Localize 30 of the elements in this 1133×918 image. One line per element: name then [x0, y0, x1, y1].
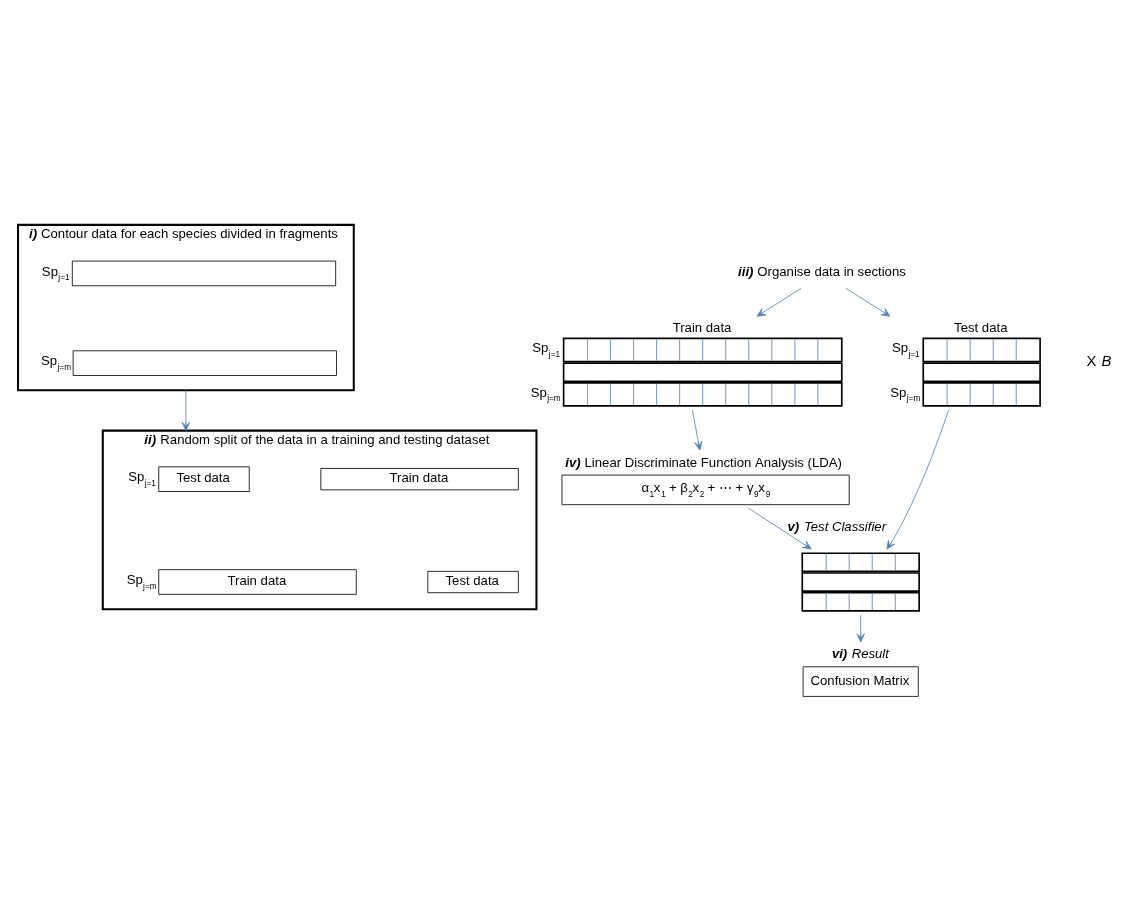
node-label: Sp$_{j=1}$: [891, 340, 920, 359]
edge-label: v) Test Classifier: [787, 518, 887, 534]
node-box: Confusion Matrix: [802, 666, 919, 697]
node-label: vi) Result: [831, 646, 889, 662]
label: X B: [1086, 352, 1112, 369]
arrow: [886, 409, 949, 550]
node-label: Sp$_{j=1}$: [532, 340, 561, 359]
node-label: Sp$_{j=m}$: [126, 572, 157, 591]
node-label: Sp$_{j=1}$: [128, 469, 156, 488]
node-label: Train data: [672, 319, 732, 335]
node-box: Train data: [158, 569, 357, 595]
arrow: [181, 389, 190, 432]
node-box: Train data: [320, 468, 519, 491]
node-label: Sp$_{j=m}$: [890, 384, 921, 404]
node-label: Test data: [954, 319, 1008, 335]
node-label: Sp$_{j=1}$: [41, 263, 70, 283]
arrow: [856, 614, 865, 643]
node-box: Test data: [427, 570, 519, 594]
arrow: [747, 507, 812, 550]
arrow: [845, 288, 891, 317]
node-bar: [71, 260, 337, 287]
node-bar: [72, 350, 337, 376]
node-label: iv) Linear Discriminate Function Analysis (LDA): [565, 454, 842, 470]
node-box: α$_{1}$x$_{1}$ + β$_{2}$x$_{2}$ + ⋯ + γ$_{9}$x$_{9}$: [561, 474, 850, 506]
arrow: [756, 288, 802, 317]
arrow: [692, 409, 703, 451]
node-text: iii) Organise data in sections: [738, 263, 906, 279]
node-label: Sp$_{j=m}$: [41, 353, 71, 372]
node-box: Test data: [158, 466, 250, 492]
node-label: Sp$_{j=m}$: [530, 384, 561, 404]
